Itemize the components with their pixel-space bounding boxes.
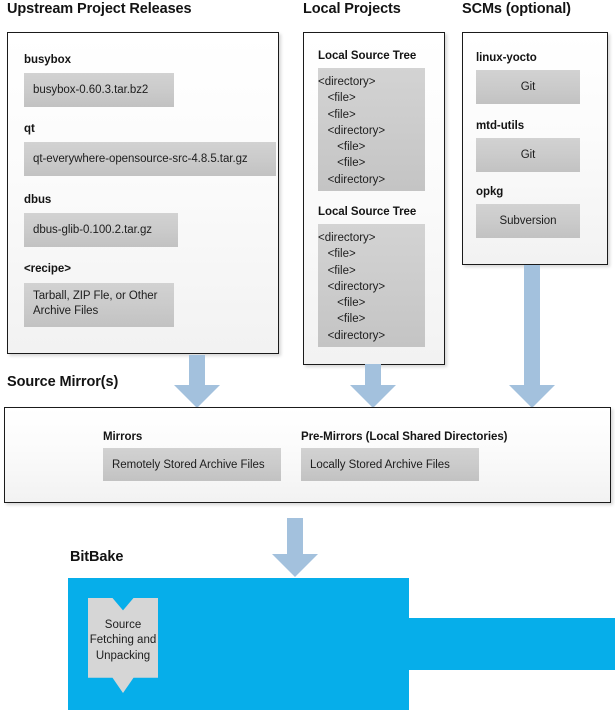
- scms-label-mtd-utils: mtd-utils: [476, 120, 525, 132]
- scms-value-linux-yocto: Git: [476, 70, 580, 104]
- local-tree-listing-1: <directory> <file> <file> <directory> <f…: [318, 68, 425, 191]
- local-tree-label-2: Local Source Tree: [318, 206, 417, 218]
- upstream-label-recipe: <recipe>: [24, 263, 71, 275]
- scms-value-mtd-utils: Git: [476, 138, 580, 172]
- source-fetching-and-unpacking-task: Source Fetching and Unpacking: [88, 598, 158, 693]
- tree-row: <file>: [318, 313, 366, 326]
- mirrors-label: Mirrors: [103, 431, 143, 443]
- local-tree-listing-2: <directory> <file> <file> <directory> <f…: [318, 224, 425, 347]
- tree-row: <directory>: [318, 232, 376, 244]
- scms-value-opkg: Subversion: [476, 204, 580, 238]
- scms-label-linux-yocto: linux-yocto: [476, 52, 537, 64]
- upstream-label-qt: qt: [24, 123, 35, 135]
- upstream-value-recipe-line2: Other Archive Files: [33, 290, 158, 317]
- upstream-value-qt: qt-everywhere-opensource-src-4.8.5.tar.g…: [24, 142, 276, 176]
- tree-row: <file>: [318, 108, 356, 121]
- upstream-label-busybox: busybox: [24, 54, 71, 66]
- local-projects-caption: Local Projects: [303, 1, 401, 17]
- pre-mirrors-value: Locally Stored Archive Files: [301, 448, 479, 481]
- scms-caption: SCMs (optional): [462, 1, 571, 17]
- upstream-caption: Upstream Project Releases: [7, 1, 192, 17]
- fetch-task-line3: Unpacking: [95, 649, 151, 662]
- arrow-scms-to-mirrors: [508, 265, 556, 409]
- mirrors-value: Remotely Stored Archive Files: [103, 448, 281, 481]
- tree-row: <file>: [318, 248, 356, 261]
- tree-row: <file>: [318, 92, 356, 105]
- source-mirrors-caption: Source Mirror(s): [7, 374, 119, 390]
- scms-label-opkg: opkg: [476, 186, 504, 198]
- tree-row: <file>: [318, 141, 366, 154]
- tree-row: <directory>: [318, 280, 386, 293]
- pre-mirrors-label: Pre-Mirrors (Local Shared Directories): [301, 431, 508, 443]
- tree-row: <directory>: [318, 329, 386, 342]
- arrow-upstream-to-mirrors: [173, 355, 221, 409]
- upstream-label-dbus: dbus: [24, 194, 52, 206]
- bitbake-caption: BitBake: [70, 549, 124, 565]
- tree-row: <file>: [318, 157, 366, 170]
- fetch-task-line2: Fetching and: [89, 634, 157, 647]
- tree-row: <directory>: [318, 124, 386, 137]
- upstream-value-dbus: dbus-glib-0.100.2.tar.gz: [24, 213, 178, 247]
- tree-row: <directory>: [318, 76, 376, 88]
- tree-row: <directory>: [318, 173, 386, 186]
- upstream-value-recipe: Tarball, ZIP Fle, or Other Archive Files: [24, 283, 174, 327]
- arrow-local-projects-to-mirrors: [349, 364, 397, 409]
- tree-row: <file>: [318, 297, 366, 310]
- bitbake-extension-block: [405, 618, 615, 670]
- tree-row: <file>: [318, 264, 356, 277]
- upstream-value-busybox: busybox-0.60.3.tar.bz2: [24, 73, 174, 107]
- upstream-value-recipe-line1: Tarball, ZIP Fle, or: [33, 290, 126, 302]
- local-tree-label-1: Local Source Tree: [318, 50, 417, 62]
- fetch-task-line1: Source: [104, 618, 142, 631]
- arrow-mirrors-to-bitbake: [271, 518, 319, 578]
